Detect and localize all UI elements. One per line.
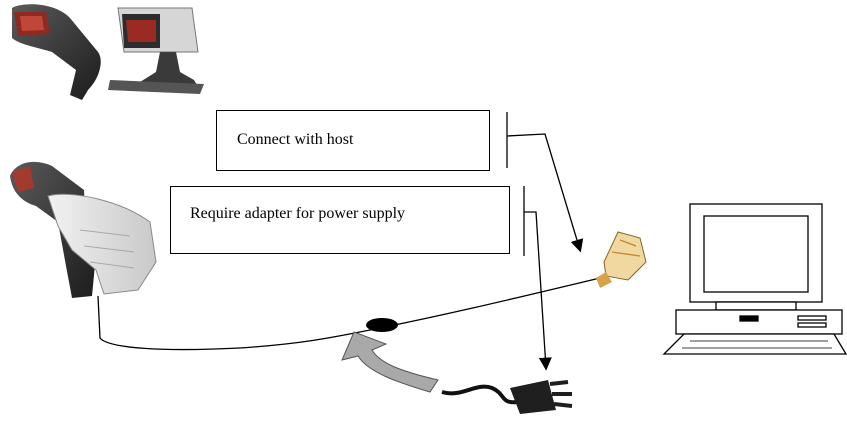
host-connector-plug-icon	[596, 231, 647, 288]
handheld-scanner-in-hand-icon	[10, 161, 371, 351]
curved-arrow-icon	[341, 331, 439, 393]
power-adapter-plug-icon	[441, 380, 573, 414]
host-cable	[369, 277, 601, 331]
callout-adapter-label: Require adapter for power supply	[190, 205, 406, 222]
adapter-callout-connector	[523, 186, 552, 371]
callout-require-adapter: Require adapter for power supply	[170, 186, 510, 254]
cable-junction-bead-icon	[366, 318, 398, 332]
barcode-scanners-group-icon	[12, 4, 204, 100]
callout-host-label: Connect with host	[237, 131, 354, 148]
host-callout-connector	[506, 112, 584, 253]
callout-connect-with-host: Connect with host	[216, 110, 490, 171]
desktop-computer-icon	[662, 203, 847, 355]
